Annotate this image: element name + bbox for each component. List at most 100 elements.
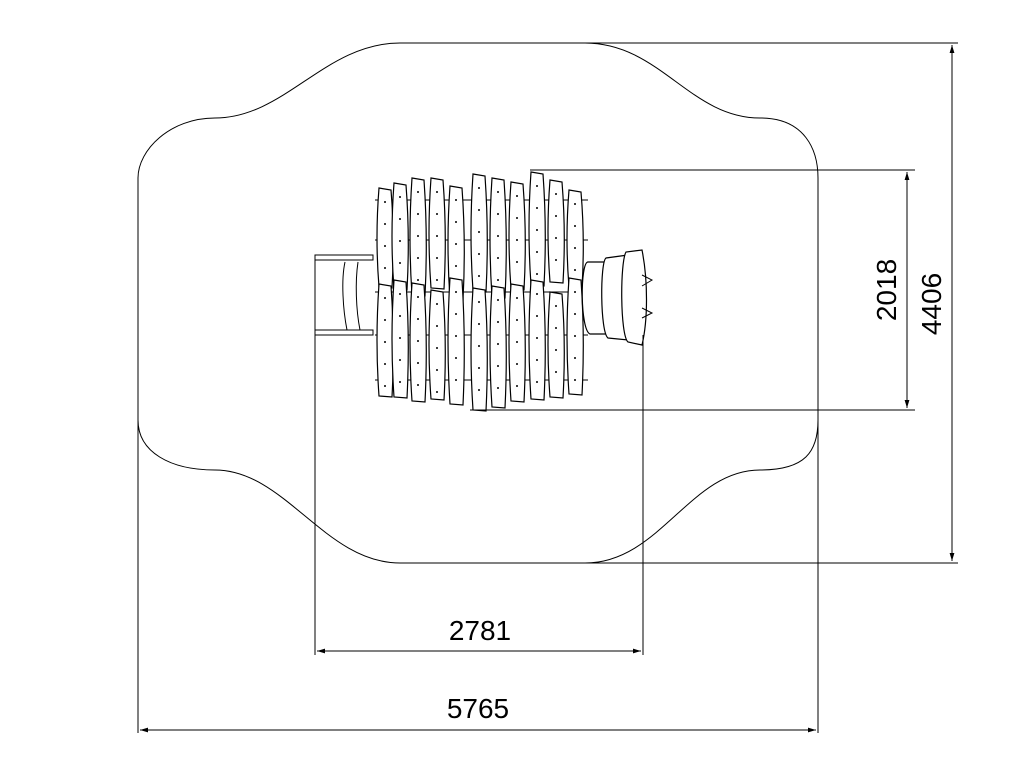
plank-hole bbox=[436, 279, 438, 281]
plank-hole bbox=[399, 337, 401, 339]
plank-hole bbox=[436, 391, 438, 393]
plank-hole bbox=[497, 191, 499, 193]
plank-hole bbox=[384, 341, 386, 343]
plank-hole bbox=[384, 297, 386, 299]
plank bbox=[409, 282, 427, 403]
plank-hole bbox=[516, 341, 518, 343]
plank-hole bbox=[478, 275, 480, 277]
plank-hole bbox=[436, 325, 438, 327]
plank bbox=[447, 277, 465, 406]
plank-hole bbox=[574, 313, 576, 315]
plank bbox=[376, 187, 394, 289]
plank-hole bbox=[436, 235, 438, 237]
plank bbox=[528, 171, 546, 287]
plank-hole bbox=[436, 191, 438, 193]
plank-hole bbox=[536, 229, 538, 231]
plank-hole bbox=[399, 218, 401, 220]
plank-hole bbox=[497, 365, 499, 367]
plank-hole bbox=[384, 385, 386, 387]
dim-label-overall-depth: 4406 bbox=[916, 273, 947, 335]
plank-hole bbox=[417, 296, 419, 298]
plank-hole bbox=[574, 247, 576, 249]
plank-hole bbox=[536, 251, 538, 253]
plank bbox=[528, 279, 546, 401]
plank-hole bbox=[497, 321, 499, 323]
plank-hole bbox=[399, 359, 401, 361]
plank-hole bbox=[555, 327, 557, 329]
plank-hole bbox=[417, 191, 419, 193]
plank-hole bbox=[455, 221, 457, 223]
plank-hole bbox=[536, 337, 538, 339]
plank-hole bbox=[455, 265, 457, 267]
plank-hole bbox=[384, 245, 386, 247]
plank-hole bbox=[384, 201, 386, 203]
ladder-entrance bbox=[314, 254, 374, 336]
dim-label-unit-depth: 2018 bbox=[871, 259, 902, 321]
plank-hole bbox=[478, 187, 480, 189]
plank-hole bbox=[384, 267, 386, 269]
plank-hole bbox=[497, 279, 499, 281]
plank-hole bbox=[516, 195, 518, 197]
plank-hole bbox=[478, 389, 480, 391]
plank-hole bbox=[455, 379, 457, 381]
plank bbox=[508, 181, 526, 291]
plank-hole bbox=[555, 237, 557, 239]
plank bbox=[547, 179, 565, 284]
plank bbox=[428, 177, 446, 290]
plank-hole bbox=[417, 213, 419, 215]
plank-hole bbox=[455, 357, 457, 359]
plank-hole bbox=[384, 319, 386, 321]
extension-lines bbox=[137, 42, 958, 733]
plank-hole bbox=[516, 217, 518, 219]
plank-hole bbox=[417, 318, 419, 320]
plank-hole bbox=[436, 303, 438, 305]
plank-hole bbox=[436, 369, 438, 371]
plank-hole bbox=[478, 209, 480, 211]
plank bbox=[489, 285, 507, 409]
plank bbox=[376, 283, 394, 398]
plank-array bbox=[376, 171, 584, 412]
plank-hole bbox=[436, 347, 438, 349]
plank-hole bbox=[555, 259, 557, 261]
play-equipment bbox=[314, 171, 654, 412]
plank-hole bbox=[436, 257, 438, 259]
plank-hole bbox=[497, 387, 499, 389]
plank-hole bbox=[478, 367, 480, 369]
plank bbox=[470, 287, 488, 412]
plank-hole bbox=[555, 305, 557, 307]
plank-hole bbox=[417, 384, 419, 386]
plank bbox=[391, 182, 409, 291]
plank-hole bbox=[516, 261, 518, 263]
plank-hole bbox=[497, 343, 499, 345]
plank-hole bbox=[516, 385, 518, 387]
plank-hole bbox=[555, 371, 557, 373]
plank-hole bbox=[399, 196, 401, 198]
plank-hole bbox=[417, 235, 419, 237]
plank-hole bbox=[536, 315, 538, 317]
plank-hole bbox=[417, 362, 419, 364]
plank-hole bbox=[478, 231, 480, 233]
curved-climber bbox=[581, 249, 654, 346]
plank-hole bbox=[455, 313, 457, 315]
plank-hole bbox=[536, 207, 538, 209]
dim-label-unit-width: 2781 bbox=[449, 615, 511, 646]
plank-hole bbox=[478, 323, 480, 325]
plank-hole bbox=[516, 363, 518, 365]
plank-hole bbox=[417, 340, 419, 342]
plank bbox=[547, 291, 565, 399]
plank-hole bbox=[516, 297, 518, 299]
plank-hole bbox=[555, 215, 557, 217]
plank-hole bbox=[574, 335, 576, 337]
plank-hole bbox=[574, 291, 576, 293]
plank-hole bbox=[536, 381, 538, 383]
plank-hole bbox=[399, 240, 401, 242]
plank-hole bbox=[574, 225, 576, 227]
plank-hole bbox=[384, 223, 386, 225]
plank-hole bbox=[417, 279, 419, 281]
plank-hole bbox=[536, 293, 538, 295]
plank-hole bbox=[455, 199, 457, 201]
plank bbox=[391, 279, 409, 399]
plank-hole bbox=[399, 262, 401, 264]
